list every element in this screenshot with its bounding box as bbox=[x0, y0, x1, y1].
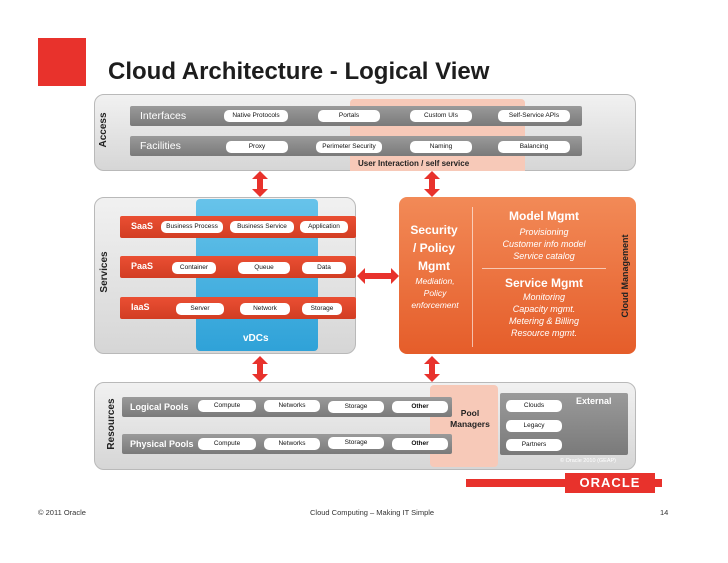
oracle-logo: ORACLE bbox=[565, 473, 655, 493]
paas-label: PaaS bbox=[131, 261, 154, 271]
interfaces-label: Interfaces bbox=[140, 110, 187, 122]
arrow-access-security bbox=[424, 171, 440, 197]
pool-managers-line-2: Managers bbox=[450, 419, 490, 429]
service-mgmt-line-1: Monitoring bbox=[522, 292, 566, 302]
arrow-access-services bbox=[252, 171, 268, 197]
security-desc-line-2: Policy bbox=[423, 288, 447, 298]
service-mgmt-line-2: Capacity mgmt. bbox=[512, 304, 576, 314]
security-title-line-3: Mgmt bbox=[418, 259, 450, 273]
chip-physical-compute: Compute bbox=[198, 438, 256, 450]
chip-server: Server bbox=[176, 303, 224, 315]
access-label: Access bbox=[98, 112, 109, 148]
model-service-divider bbox=[482, 268, 606, 269]
user-interaction-label: User Interaction / self service bbox=[358, 159, 470, 168]
chip-logical-storage: Storage bbox=[328, 401, 384, 413]
chip-logical-compute: Compute bbox=[198, 400, 256, 412]
security-desc: Mediation, Policy enforcement bbox=[400, 275, 470, 311]
footer-page-number: 14 bbox=[660, 508, 669, 517]
chip-physical-storage: Storage bbox=[328, 437, 384, 449]
chip-business-process: Business Process bbox=[161, 221, 223, 233]
external-label: External bbox=[576, 396, 612, 406]
arrow-services-resources bbox=[252, 356, 268, 382]
management-panel bbox=[399, 197, 636, 354]
brand-square bbox=[38, 38, 86, 86]
chip-balancing: Balancing bbox=[498, 141, 570, 153]
chip-logical-other: Other bbox=[392, 401, 448, 413]
page-title: Cloud Architecture - Logical View bbox=[108, 58, 490, 85]
chip-native-protocols: Native Protocols bbox=[224, 110, 288, 122]
oracle-bar bbox=[466, 479, 662, 487]
chip-portals: Portals bbox=[318, 110, 380, 122]
chip-self-service-apis: Self-Service APIs bbox=[498, 110, 570, 122]
small-copyright: © Oracle 2010 (GEAP) bbox=[560, 458, 617, 464]
saas-label: SaaS bbox=[131, 221, 154, 231]
model-mgmt-line-3: Service catalog bbox=[513, 251, 575, 261]
footer-copyright: © 2011 Oracle bbox=[38, 508, 86, 517]
resources-label: Resources bbox=[106, 398, 117, 450]
chip-physical-other: Other bbox=[392, 438, 448, 450]
cloud-management-label: Cloud Management bbox=[620, 234, 630, 318]
chip-logical-networks: Networks bbox=[264, 400, 320, 412]
management-divider bbox=[472, 207, 473, 347]
services-label: Services bbox=[99, 251, 110, 293]
chip-business-service: Business Service bbox=[230, 221, 294, 233]
chip-queue: Queue bbox=[238, 262, 290, 274]
pool-managers-line-1: Pool bbox=[460, 408, 480, 418]
chip-clouds: Clouds bbox=[506, 400, 562, 412]
model-mgmt-line-2: Customer info model bbox=[502, 239, 586, 249]
arrow-services-management bbox=[357, 268, 399, 284]
chip-storage-iaas: Storage bbox=[302, 303, 342, 315]
iaas-label: IaaS bbox=[131, 302, 150, 312]
security-desc-line-3: enforcement bbox=[411, 300, 459, 310]
model-mgmt-title: Model Mgmt bbox=[509, 209, 579, 223]
security-title-line-1: Security bbox=[410, 223, 458, 237]
pool-managers-label: Pool Managers bbox=[442, 408, 498, 430]
physical-pools-label: Physical Pools bbox=[130, 439, 194, 449]
chip-custom-uis: Custom UIs bbox=[410, 110, 472, 122]
footer-center: Cloud Computing – Making IT Simple bbox=[310, 508, 435, 517]
chip-perimeter-security: Perimeter Security bbox=[316, 141, 382, 153]
service-mgmt-title: Service Mgmt bbox=[504, 276, 584, 290]
security-title-line-2: / Policy bbox=[412, 241, 456, 255]
chip-container: Container bbox=[172, 262, 216, 274]
chip-application: Application bbox=[300, 221, 348, 233]
model-mgmt-lines: Provisioning Customer info model Service… bbox=[478, 226, 610, 262]
model-mgmt-line-1: Provisioning bbox=[519, 227, 569, 237]
chip-legacy: Legacy bbox=[506, 420, 562, 432]
service-mgmt-line-4: Resource mgmt. bbox=[510, 328, 578, 338]
logical-pools-label: Logical Pools bbox=[130, 402, 189, 412]
service-mgmt-line-3: Metering & Billing bbox=[508, 316, 580, 326]
chip-naming: Naming bbox=[410, 141, 472, 153]
arrow-management-resources bbox=[424, 356, 440, 382]
security-desc-line-1: Mediation, bbox=[415, 276, 455, 286]
service-mgmt-lines: Monitoring Capacity mgmt. Metering & Bil… bbox=[478, 291, 610, 339]
chip-network: Network bbox=[240, 303, 290, 315]
chip-partners: Partners bbox=[506, 439, 562, 451]
chip-data: Data bbox=[302, 262, 346, 274]
chip-physical-networks: Networks bbox=[264, 438, 320, 450]
facilities-label: Facilities bbox=[140, 140, 181, 152]
security-title: Security / Policy Mgmt bbox=[400, 221, 468, 275]
vdcs-label: vDCs bbox=[243, 333, 269, 344]
chip-proxy: Proxy bbox=[226, 141, 288, 153]
